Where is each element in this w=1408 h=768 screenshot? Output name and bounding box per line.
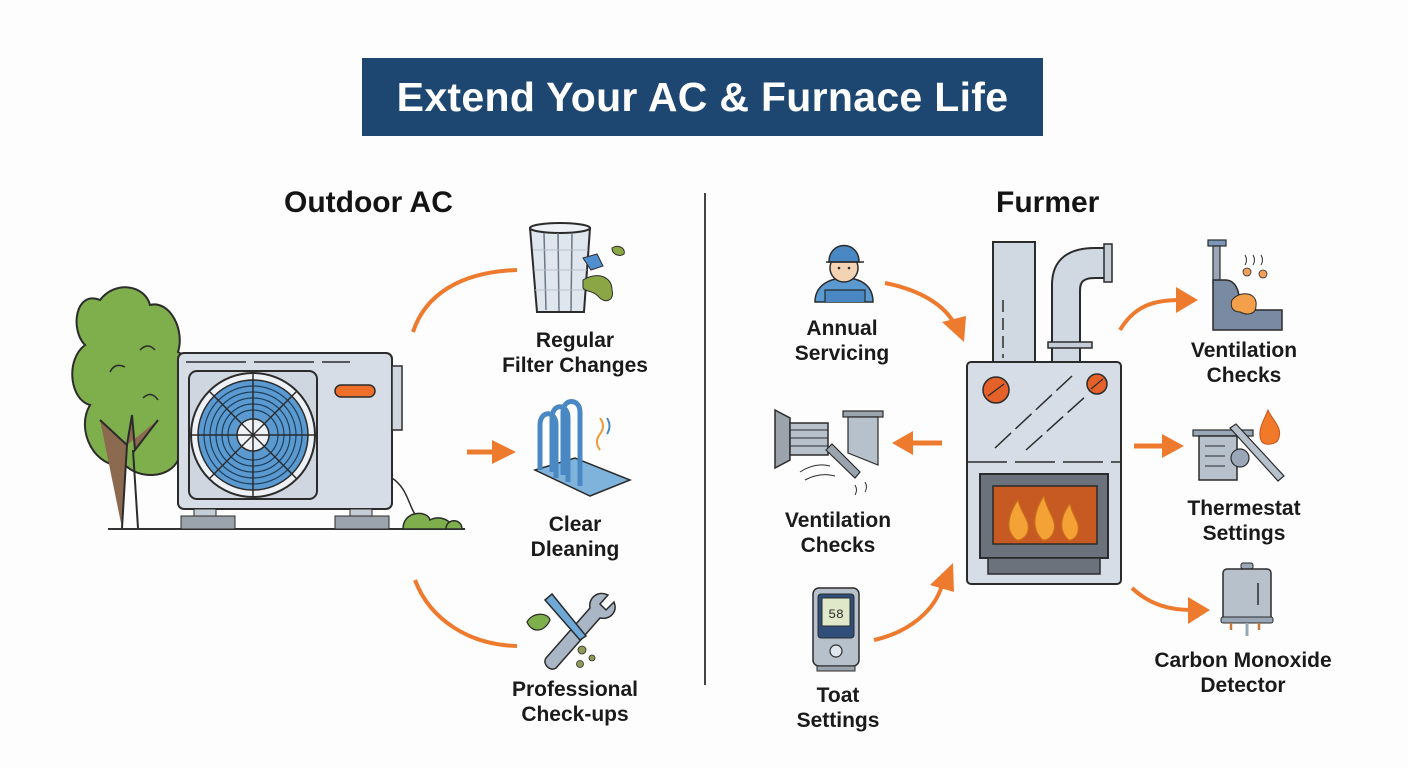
co-detector-icon xyxy=(1220,562,1274,636)
ventilation-flue-icon xyxy=(1207,239,1283,331)
tree-icon xyxy=(71,286,197,529)
wrench-tools-icon xyxy=(526,592,616,670)
item-clear-cleaning: Clear Dleaning xyxy=(480,512,670,562)
item-label-line2: Checks xyxy=(800,534,876,557)
coil-cleaning-icon xyxy=(532,399,633,497)
furnace-icon xyxy=(966,241,1122,585)
thermostat-display: 58 xyxy=(828,607,844,622)
item-thermestat-settings: Thermestat Settings xyxy=(1164,496,1324,546)
ac-unit-icon xyxy=(177,352,463,530)
item-label-line2: Check-ups xyxy=(521,703,629,726)
item-label-line1: Thermestat xyxy=(1187,497,1301,520)
item-label-line1: Ventilation xyxy=(1190,339,1298,362)
item-label-line1: Annual xyxy=(806,317,878,340)
item-label-line2: Settings xyxy=(796,709,880,732)
item-label-line2: Checks xyxy=(1206,364,1282,387)
item-regular-filter-changes: Regular Filter Changes xyxy=(480,328,670,378)
thermostat-burner-icon xyxy=(1192,408,1285,482)
item-label-line2: Servicing xyxy=(794,342,890,365)
arrow-to-ventilation-right xyxy=(1118,287,1198,332)
page-title: Extend Your AC & Furnace Life xyxy=(396,73,1009,120)
item-professional-check-ups: Professional Check-ups xyxy=(480,677,670,727)
item-label-line1: Carbon Monoxide xyxy=(1154,649,1332,672)
item-label-line1: Ventilation xyxy=(784,509,892,532)
technician-icon xyxy=(814,244,874,303)
title-banner: Extend Your AC & Furnace Life xyxy=(362,58,1043,136)
item-label-line1: Professional xyxy=(511,678,639,701)
arrow-to-cleaning xyxy=(467,440,516,464)
item-ventilation-checks-left: Ventilation Checks xyxy=(758,508,918,558)
item-label-line1: Clear xyxy=(548,513,602,536)
item-annual-servicing: Annual Servicing xyxy=(762,316,922,366)
arrow-to-filter xyxy=(411,268,518,333)
arrow-from-thermostat xyxy=(873,563,954,642)
air-filter-icon xyxy=(528,222,625,313)
arrow-to-co-detector xyxy=(1130,586,1210,624)
item-ventilation-checks-right: Ventilation Checks xyxy=(1164,338,1324,388)
item-label-line1: Toat xyxy=(816,684,860,707)
item-label-line2: Detector xyxy=(1200,674,1286,697)
item-toat-settings: Toat Settings xyxy=(758,683,918,733)
arrow-from-annual-servicing xyxy=(884,281,966,342)
item-label-line2: Filter Changes xyxy=(502,354,648,377)
item-label-line2: Settings xyxy=(1202,522,1286,545)
item-label-line2: Dleaning xyxy=(530,538,620,561)
outdoor-ac-heading: Outdoor AC xyxy=(284,186,453,219)
arrow-to-thermostat-settings xyxy=(1134,434,1184,458)
furnace-heading: Furmer xyxy=(996,186,1100,219)
arrow-to-checkups xyxy=(413,579,518,648)
section-divider xyxy=(704,193,706,685)
vent-duct-icon xyxy=(774,408,884,496)
arrow-to-ventilation-left xyxy=(892,431,942,455)
thermostat-device-icon: 58 xyxy=(812,587,860,672)
item-carbon-monoxide-detector: Carbon Monoxide Detector xyxy=(1138,648,1348,698)
item-label-line1: Regular xyxy=(535,329,615,352)
